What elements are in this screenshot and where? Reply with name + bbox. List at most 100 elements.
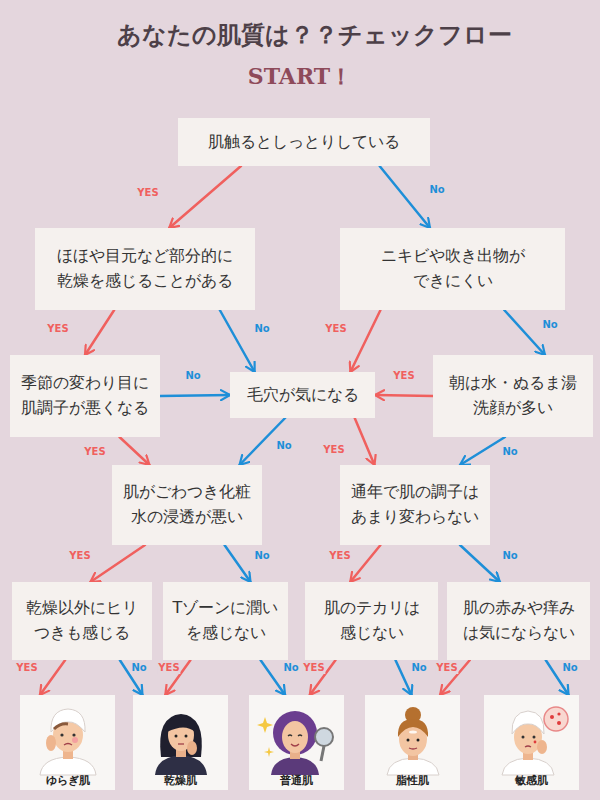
branch-label: YES [392,370,415,382]
hair [398,719,428,737]
shine [409,730,417,733]
question-text: 乾燥以外にヒリ つきも感じる [18,596,146,646]
question-box: 毛穴が気になる [230,372,375,418]
result-label: ゆらぎ肌 [46,774,90,787]
flow-arrow [375,395,433,396]
question-text: 毛穴が気になる [247,383,359,408]
bangs [167,716,195,732]
flow-arrow [220,310,255,372]
eye [417,739,420,742]
eye [185,735,188,738]
mirror-handle [321,746,324,761]
flow-arrow [160,395,230,396]
smile [291,744,299,746]
question-box: 肌の赤みや痒み は気にならない [447,582,590,660]
body [271,757,319,775]
red-spot [557,712,560,715]
question-text: 朝は水・ぬるま湯 洗顔が多い [439,371,587,421]
red-spot [557,721,561,725]
question-box: ニキビや吹き出物が できにくい [340,228,565,310]
branch-label: YES [324,323,347,335]
mirror [315,728,333,746]
question-text: 肌のテカリは 感じない [311,596,432,646]
result-label: 脂性肌 [396,774,429,787]
hair [54,724,68,729]
branch-label: No [130,662,147,674]
head [282,721,308,753]
question-box: 肌触るとしっとりしている [178,118,430,166]
branch-label: No [501,446,518,458]
question-box: 肌がごわつき化粧 水の浸透が悪い [112,465,262,545]
branch-label: YES [302,662,325,674]
blush [72,737,78,743]
branch-label: No [561,662,578,674]
hair [273,711,317,755]
question-box: Tゾーンに潤い を感じない [163,582,288,660]
branch-label: No [541,319,558,331]
branch-label: YES [15,662,38,674]
flow-arrow [460,545,500,582]
question-text: 季節の変わり目に 肌調子が悪くなる [16,371,154,421]
branch-label: YES [322,444,345,456]
branch-label: YES [83,446,106,458]
robe [40,757,96,775]
flow-arrow [85,310,114,355]
question-box: 季節の変わり目に 肌調子が悪くなる [10,355,160,437]
branch-label: YES [68,550,91,562]
branch-label: No [253,323,270,335]
branch-label: YES [328,550,351,562]
question-text: ほほや目元など部分的に 乾燥を感じることがある [41,244,249,294]
branch-label: No [501,550,518,562]
flow-arrow [225,545,251,582]
result-box: 乾燥肌 [133,695,228,790]
flow-arrow [120,437,150,465]
towel [512,711,544,734]
shirt [387,758,439,775]
question-text: 肌がごわつき化粧 水の浸透が悪い [118,480,256,530]
result-label: 敏感肌 [515,774,548,787]
flow-arrow [350,545,380,582]
flow-arrow [355,418,375,465]
mouth [178,743,184,744]
flow-arrow [90,545,145,582]
branch-label: YES [136,187,159,199]
flow-arrow [350,310,380,372]
question-box: 朝は水・ぬるま湯 洗顔が多い [433,355,593,437]
question-box: 肌のテカリは 感じない [305,582,438,660]
branch-label: No [282,662,299,674]
branch-label: YES [46,323,69,335]
flow-arrow [395,660,411,695]
result-box: 普通肌 [249,695,344,790]
flow-arrow [169,166,241,228]
question-text: 肌触るとしっとりしている [208,130,400,155]
mouth [525,746,531,747]
eye [407,739,410,742]
sparkle [264,747,274,757]
hand [46,735,56,751]
body [155,755,207,775]
result-label: 普通肌 [280,774,313,787]
red-spot [534,741,537,744]
eye [175,735,178,738]
question-text: 通年で肌の調子は あまり変わらない [346,480,484,530]
question-box: 乾燥以外にヒリ つきも感じる [12,582,152,660]
result-box: 脂性肌 [365,695,460,790]
result-label: 乾燥肌 [164,774,197,787]
eye [60,733,63,736]
diagram-title: あなたの肌質は？？チェックフロー [117,19,512,51]
sparkle [257,717,273,733]
flow-arrow [380,166,430,228]
hand [537,740,547,754]
question-text: Tゾーンに潤い を感じない [169,596,282,646]
mouth [409,748,417,749]
eye [72,733,75,736]
hair-back [160,714,202,757]
result-box: 敏感肌 [484,695,579,790]
result-box: ゆらぎ肌 [20,695,115,790]
hand [187,741,197,755]
skin-bubble [544,707,568,731]
start-label: START！ [248,62,352,92]
eye [522,736,525,739]
branch-label: No [275,440,292,452]
